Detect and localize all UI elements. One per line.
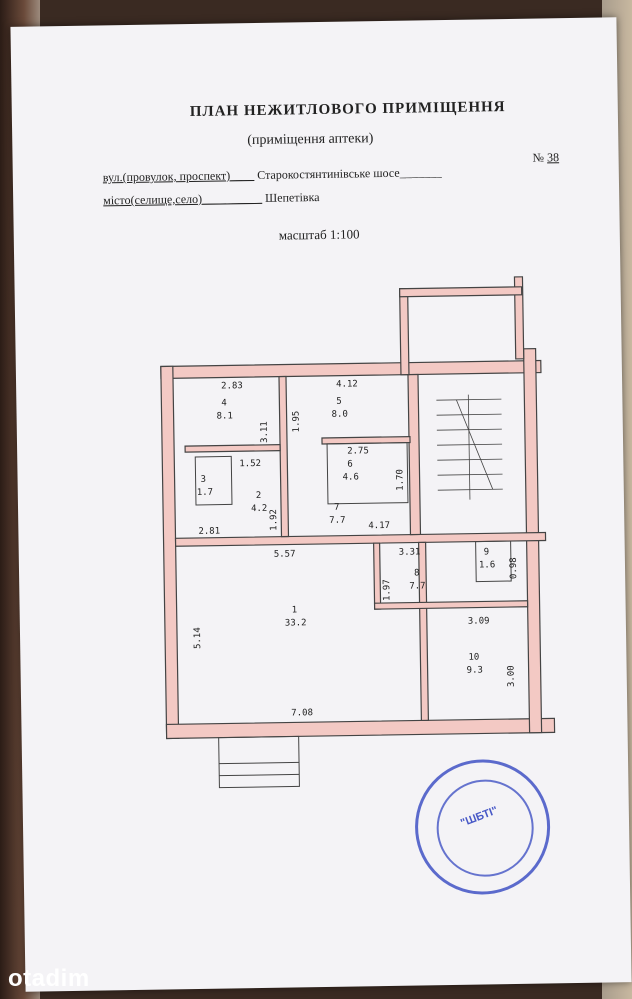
room-area: 1.6 — [479, 560, 495, 570]
room-number: 10 — [468, 653, 479, 663]
room-area: 9.3 — [467, 665, 483, 675]
wall-v2 — [407, 373, 422, 536]
dimension-label: 1.92 — [269, 509, 279, 531]
watermark-logo: otadim — [8, 965, 90, 992]
document-sheet: ПЛАН НЕЖИТЛОВОГО ПРИМІЩЕННЯ (приміщення … — [10, 17, 632, 992]
wall-bottom — [165, 717, 556, 740]
room-number: 2 — [256, 491, 262, 501]
dimension-label: 3.09 — [468, 616, 490, 626]
dimension-label: 3.11 — [260, 421, 270, 443]
room-area: 1.7 — [197, 488, 213, 498]
tower-top — [399, 286, 523, 298]
floor-plan: 4 8.1 5 8.0 3 1.7 2 4.2 6 4.6 7 7.7 1 33… — [160, 276, 556, 789]
dimension-label: 3.00 — [507, 665, 517, 687]
dimension-label: 4.12 — [336, 379, 358, 389]
room3-outline — [194, 455, 233, 506]
staircase — [436, 394, 503, 500]
room-number: 4 — [221, 398, 227, 408]
dimension-label: 1.52 — [239, 459, 261, 469]
dimension-label: 7.08 — [291, 708, 313, 718]
room-area: 8.1 — [217, 411, 233, 421]
wall-top — [160, 359, 542, 380]
room-number: 5 — [336, 397, 342, 407]
room-number: 9 — [484, 547, 490, 557]
dimension-label: 1.95 — [292, 411, 302, 433]
dimension-label: 3.31 — [399, 547, 421, 557]
dimension-label: 1.70 — [395, 469, 405, 491]
tower-left — [399, 288, 410, 376]
tower-right — [513, 276, 525, 360]
dimension-label: 4.17 — [368, 521, 390, 531]
room-area: 33.2 — [285, 618, 307, 628]
room-area: 8.0 — [332, 410, 348, 420]
porch — [218, 735, 300, 789]
wall-v3 — [417, 541, 430, 722]
room-number: 6 — [347, 459, 353, 469]
room6-outline — [326, 442, 409, 505]
room-number: 1 — [292, 605, 298, 615]
dimension-label: 2.83 — [221, 381, 243, 391]
dimension-label: 1.97 — [382, 579, 392, 601]
wall-h2 — [373, 600, 529, 610]
dimension-label: 2.81 — [198, 527, 220, 537]
wall-mid — [174, 531, 547, 547]
room-number: 3 — [201, 475, 207, 485]
dimension-label: 5.14 — [193, 627, 203, 649]
room-area: 4.6 — [343, 472, 359, 482]
room-number: 7 — [334, 503, 340, 513]
room-area: 7.7 — [409, 581, 425, 591]
room-area: 4.2 — [251, 504, 267, 514]
dimension-label: 2.75 — [347, 446, 369, 456]
dimension-label: 5.57 — [274, 549, 296, 559]
dimension-label: 0.98 — [509, 557, 519, 579]
wall-h3 — [184, 444, 281, 453]
wall-v1 — [278, 375, 290, 538]
room-number: 8 — [414, 568, 420, 578]
room-area: 7.7 — [329, 516, 345, 526]
room9-outline — [475, 540, 512, 583]
wall-left — [160, 365, 180, 740]
wall-v4 — [373, 542, 382, 610]
